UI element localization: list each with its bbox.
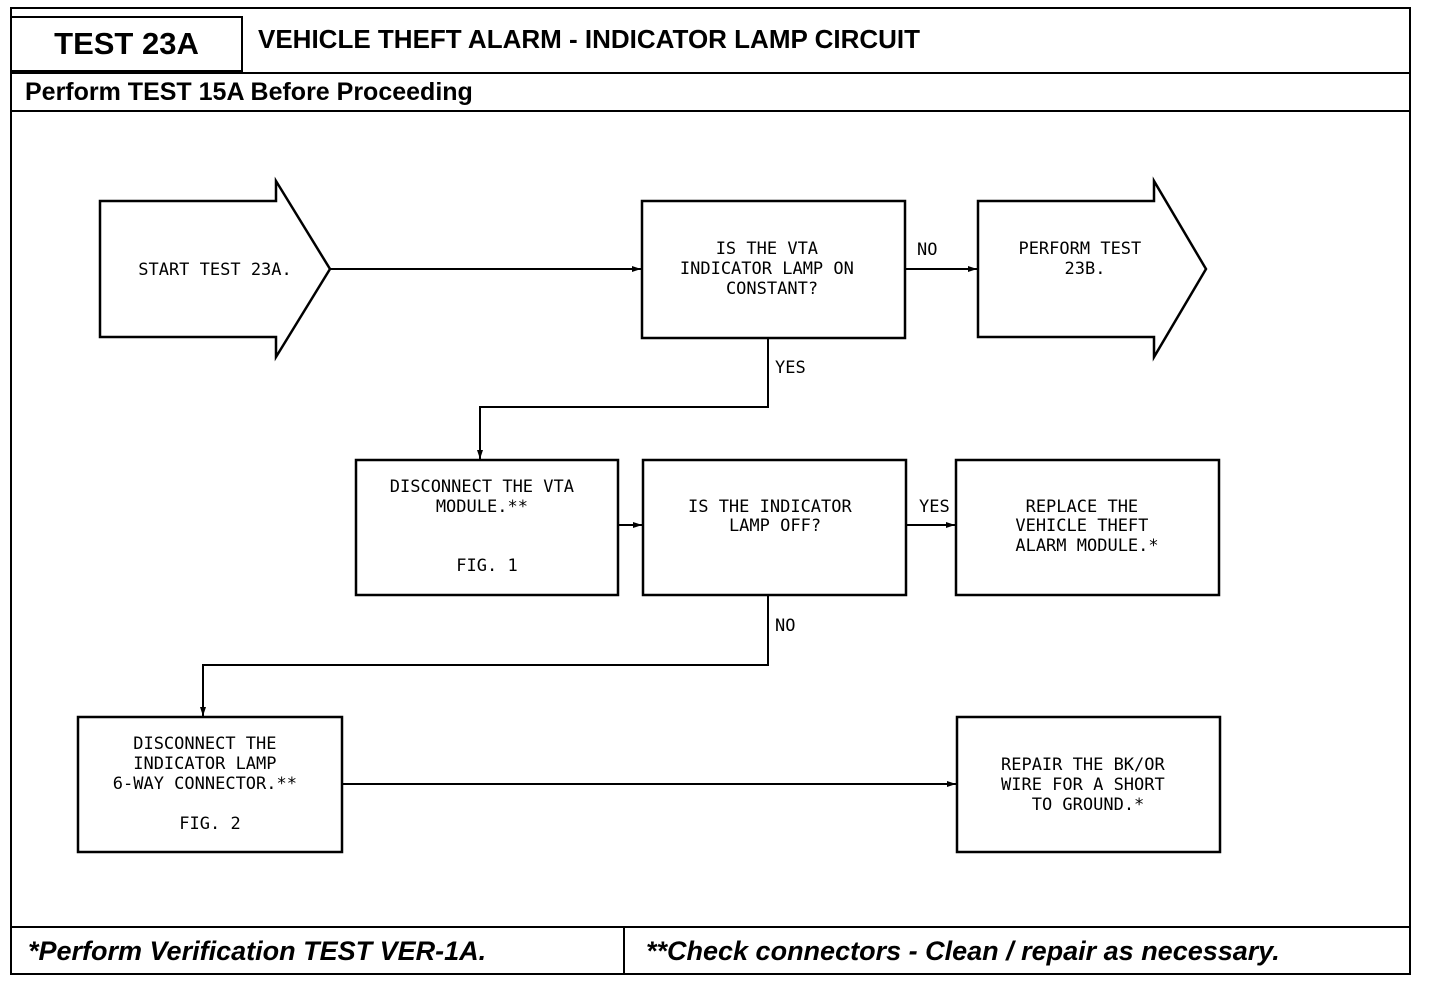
test-id-box: TEST 23A <box>10 16 243 72</box>
goto-test-23b-node: PERFORM TEST 23B. <box>976 176 1208 362</box>
label-no-2: NO <box>775 616 795 636</box>
footer-connector-text: **Check connectors - Clean / repair as n… <box>646 935 1280 966</box>
step-repair-wire-text: REPAIR THE BK/OR WIRE FOR A SHORT TO GRO… <box>1001 755 1175 815</box>
start-text: START TEST 23A. <box>138 260 292 280</box>
step-disconnect-module-text: DISCONNECT THE VTA MODULE.** FIG. 1 <box>390 477 584 576</box>
step-disconnect-module: DISCONNECT THE VTA MODULE.** FIG. 1 <box>354 458 620 597</box>
page-frame <box>10 7 1411 975</box>
label-yes-1: YES <box>775 358 806 378</box>
decision-lamp-constant: IS THE VTA INDICATOR LAMP ON CONSTANT? <box>640 199 907 340</box>
test-id: TEST 23A <box>54 26 199 61</box>
page-title: VEHICLE THEFT ALARM - INDICATOR LAMP CIR… <box>258 24 921 54</box>
step-replace-module: REPLACE THE VEHICLE THEFT ALARM MODULE.* <box>954 458 1221 597</box>
step-disconnect-connector-text: DISCONNECT THE INDICATOR LAMP 6-WAY CONN… <box>113 734 307 834</box>
arrow-q1-yes <box>477 338 769 459</box>
flow-connectors <box>200 266 977 787</box>
arrow-q2-no <box>200 595 769 716</box>
header-divider <box>10 72 1411 74</box>
label-no-1: NO <box>917 240 937 260</box>
goto-test-23b-text: PERFORM TEST 23B. <box>1018 239 1151 279</box>
footer-verification-note: *Perform Verification TEST VER-1A. <box>14 928 625 974</box>
footer-verification-text: *Perform Verification TEST VER-1A. <box>28 935 487 966</box>
step-replace-module-text: REPLACE THE VEHICLE THEFT ALARM MODULE.* <box>1015 497 1158 556</box>
label-yes-2: YES <box>919 497 950 517</box>
subheader-divider <box>10 110 1411 112</box>
step-repair-wire: REPAIR THE BK/OR WIRE FOR A SHORT TO GRO… <box>955 715 1222 854</box>
footer-connector-note: **Check connectors - Clean / repair as n… <box>626 928 1411 974</box>
start-node: START TEST 23A. <box>98 176 332 362</box>
decision-lamp-off: IS THE INDICATOR LAMP OFF? <box>641 458 908 597</box>
footer-divider <box>10 926 1411 928</box>
decision-lamp-off-text: IS THE INDICATOR LAMP OFF? <box>688 497 862 536</box>
decision-lamp-constant-text: IS THE VTA INDICATOR LAMP ON CONSTANT? <box>680 239 864 299</box>
prerequisite-note: Perform TEST 15A Before Proceeding <box>25 78 473 106</box>
step-disconnect-connector: DISCONNECT THE INDICATOR LAMP 6-WAY CONN… <box>76 715 344 854</box>
